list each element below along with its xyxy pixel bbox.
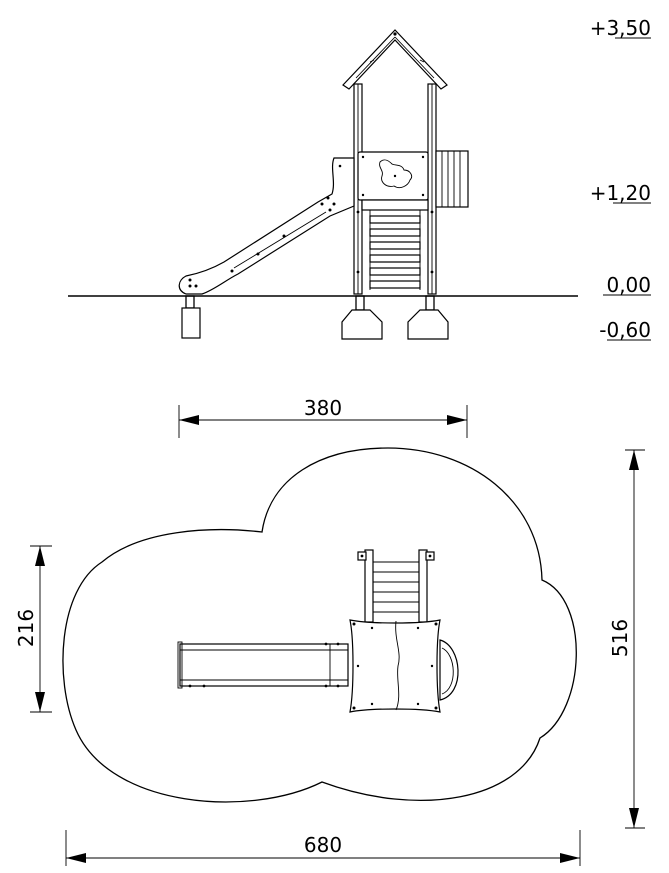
plan-view: 380 216 516 680 [14,396,645,866]
dimension-area-width-label: 516 [608,619,632,657]
dimension-area-length: 680 [65,830,581,866]
ladder-side [356,199,434,290]
dimension-area-width: 516 [608,449,645,829]
foundations [181,295,449,340]
elevation-foundation-label: -0,60 [599,318,651,342]
ladder-plan [357,549,435,623]
slide-plan [177,641,349,689]
elevation-top-label: +3,50 [590,16,651,40]
dimension-equipment-width-label: 216 [14,609,38,647]
tower-plan [349,619,459,713]
safety-area-outline [62,447,577,803]
slide-side [178,157,355,295]
elevation-labels: +3,50 +1,20 0,00 -0,60 [590,16,651,342]
tower-roof [342,29,448,90]
dimension-area-length-label: 680 [304,833,342,857]
dimension-equipment-length: 380 [178,396,468,438]
elevation-platform-label: +1,20 [590,181,651,205]
tower-rear-panel [435,150,469,208]
dimension-equipment-width: 216 [14,545,52,713]
tower-side-panel [357,151,429,201]
side-elevation-view: +3,50 +1,20 0,00 -0,60 [68,16,651,342]
dimension-equipment-length-label: 380 [304,396,342,420]
elevation-ground-label: 0,00 [606,273,651,297]
